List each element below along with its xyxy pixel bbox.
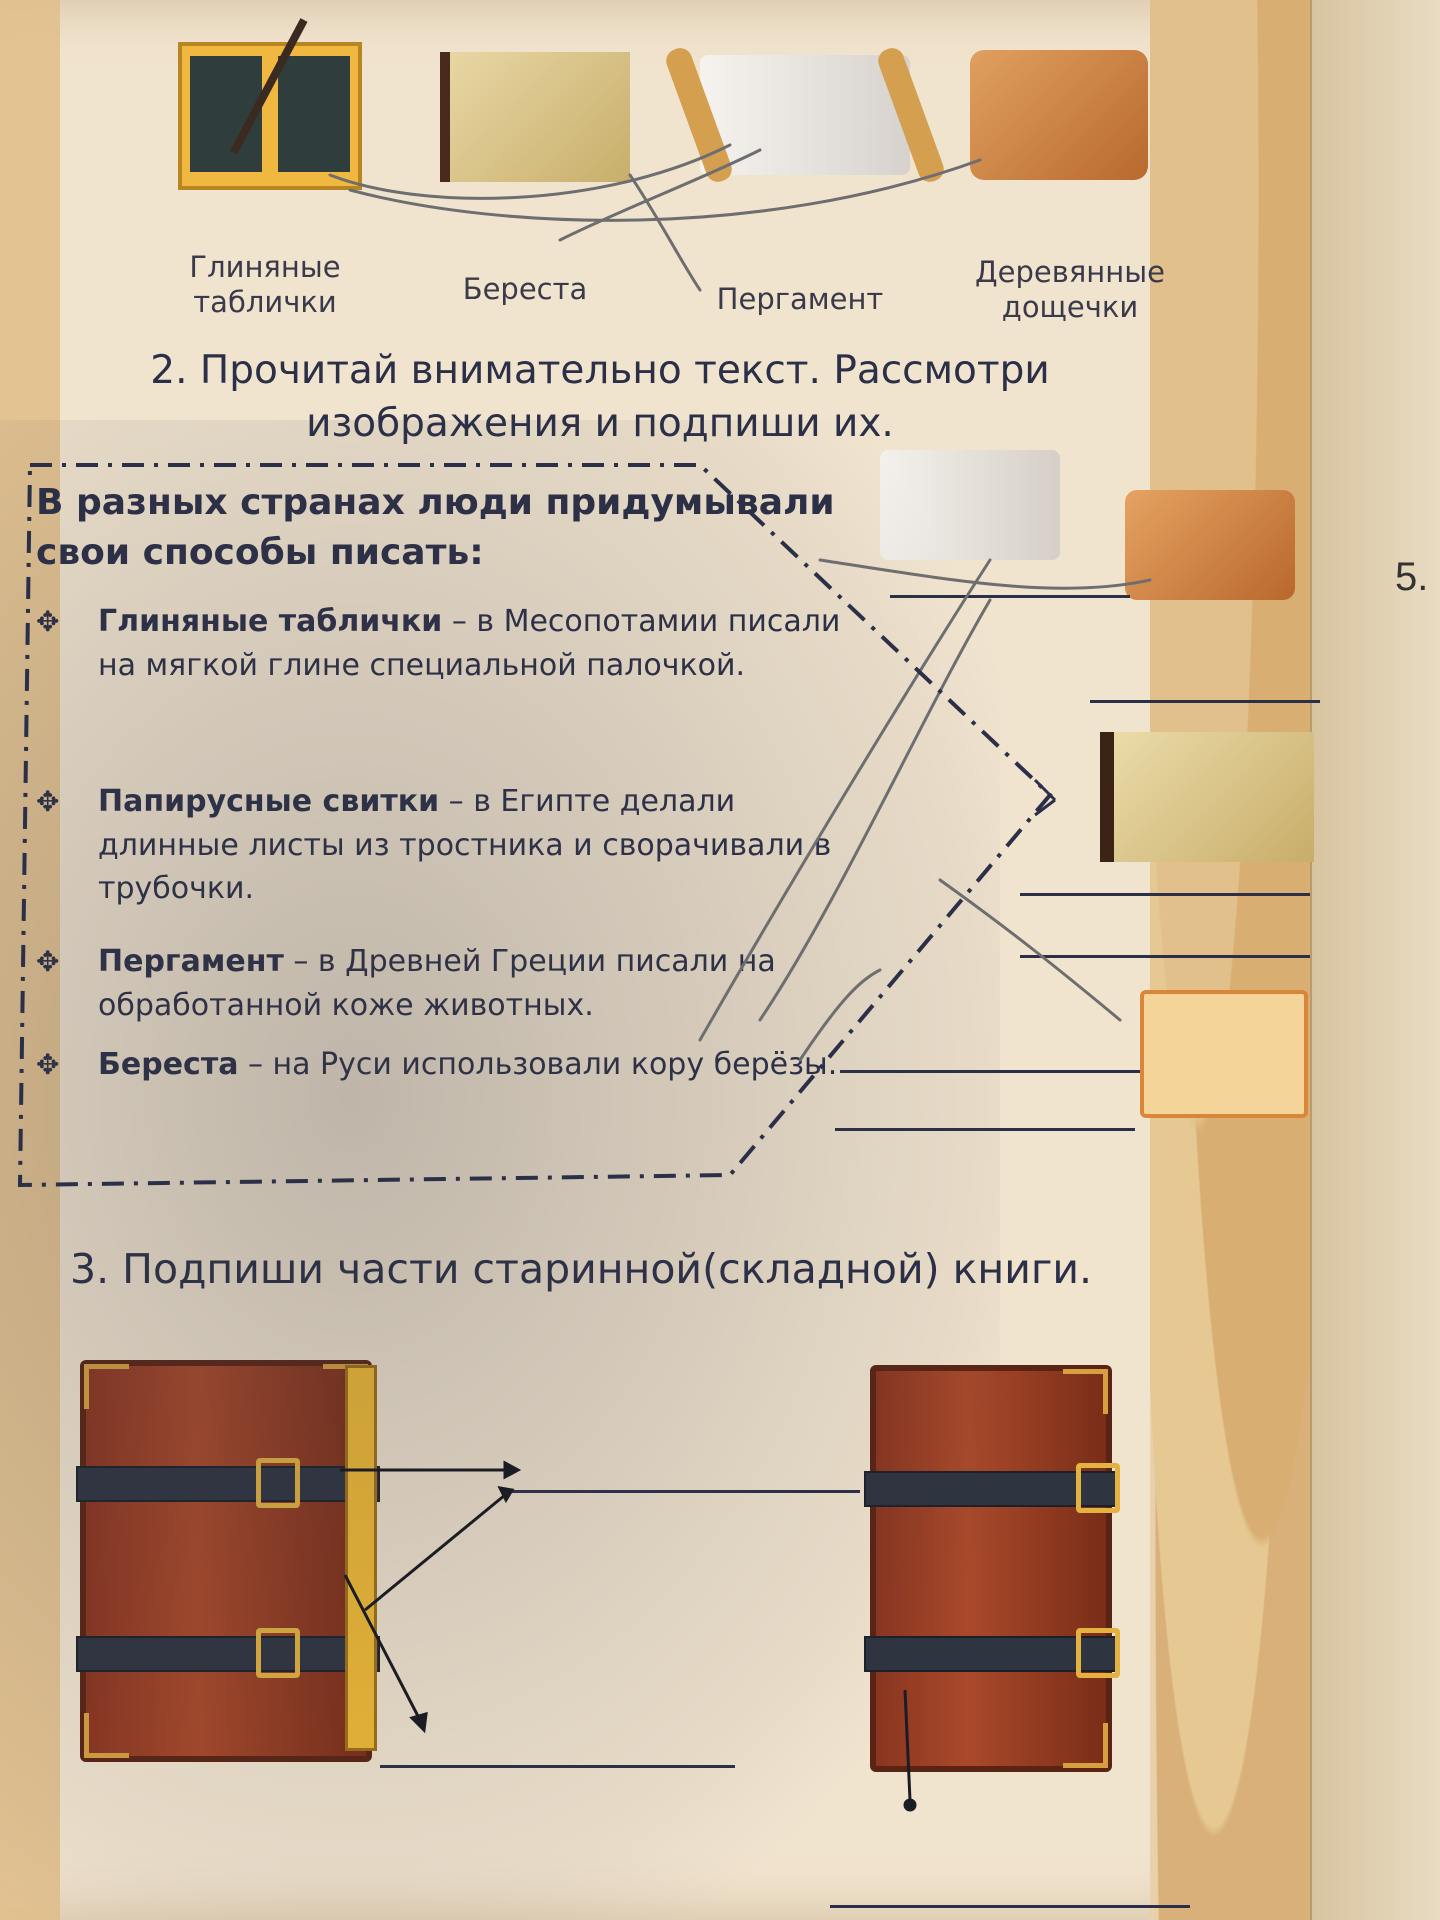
diamond-bullet-icon: ✥ bbox=[36, 1048, 60, 1081]
answer-line[interactable] bbox=[835, 1128, 1135, 1131]
birch-bark-picture bbox=[1100, 732, 1314, 862]
diamond-bullet-icon: ✥ bbox=[36, 785, 60, 818]
neighbor-page bbox=[1310, 0, 1440, 1920]
wooden-board-picture bbox=[1125, 490, 1295, 600]
answer-line[interactable] bbox=[830, 1905, 1190, 1908]
closed-book-picture bbox=[76, 1360, 380, 1762]
answer-line[interactable] bbox=[1090, 700, 1320, 703]
task-2-title: 2. Прочитай внимательно текст. Рассмотри… bbox=[150, 348, 1050, 446]
book-pages-picture bbox=[345, 1365, 377, 1751]
neighbor-page-number: 5. bbox=[1395, 555, 1429, 599]
papyrus-scroll-picture bbox=[1140, 990, 1308, 1118]
wooden-board-picture bbox=[970, 50, 1148, 180]
birch-bark-picture bbox=[440, 52, 630, 182]
answer-line[interactable] bbox=[1020, 955, 1310, 958]
answer-line[interactable] bbox=[840, 1070, 1140, 1073]
answer-line[interactable] bbox=[380, 1765, 735, 1768]
answer-line[interactable] bbox=[505, 1490, 860, 1493]
label-birch-bark: Береста bbox=[462, 272, 588, 306]
answer-line[interactable] bbox=[1020, 893, 1310, 896]
info-text-box: В разных странах люди придумывали свои с… bbox=[18, 478, 878, 1183]
diamond-bullet-icon: ✥ bbox=[36, 605, 60, 638]
diamond-bullet-icon: ✥ bbox=[36, 945, 60, 978]
clay-tablets-picture bbox=[178, 42, 362, 190]
book-spine-picture bbox=[864, 1365, 1120, 1772]
label-parchment: Пергамент bbox=[716, 282, 884, 316]
intro-text: В разных странах люди придумывали свои с… bbox=[36, 482, 835, 573]
parchment-scroll-picture bbox=[700, 55, 910, 175]
task-3-title: 3. Подпиши части старинной(складной) кни… bbox=[70, 1245, 1093, 1293]
parchment-scroll-picture bbox=[880, 450, 1060, 560]
parchment-border-right bbox=[1150, 0, 1310, 1920]
answer-line[interactable] bbox=[890, 595, 1130, 598]
